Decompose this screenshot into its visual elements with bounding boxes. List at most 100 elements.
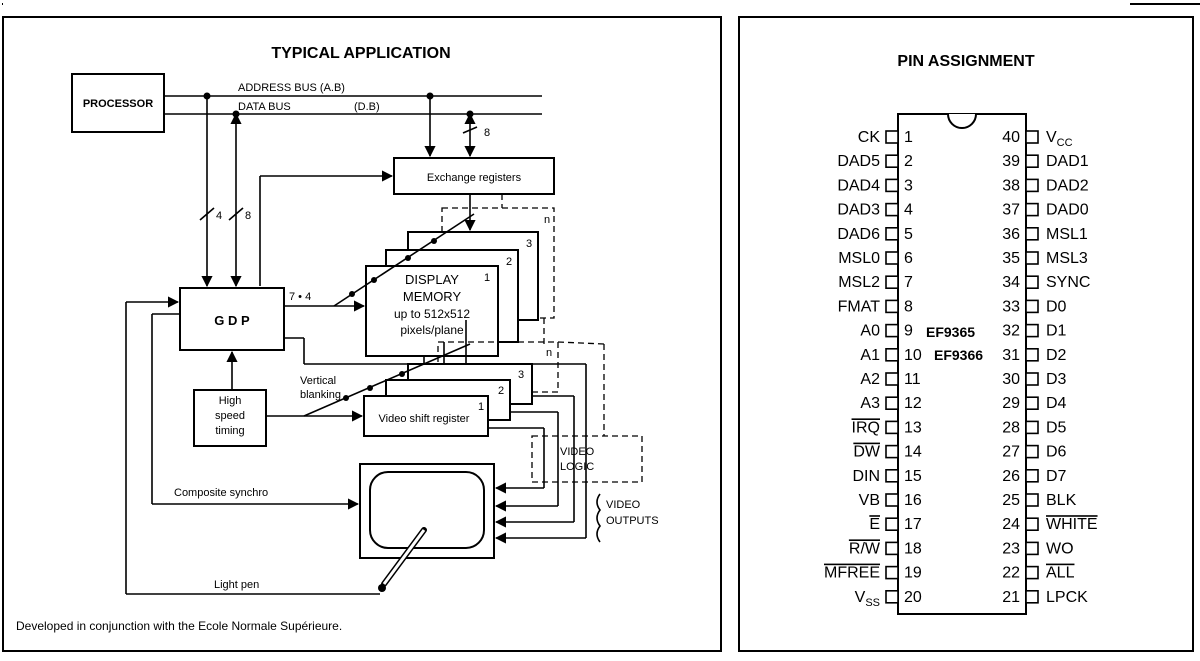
pin-27-name: D6 bbox=[1046, 444, 1067, 461]
pin-38-lead bbox=[1025, 178, 1039, 193]
pin-4-name: DAD3 bbox=[837, 202, 880, 219]
pin-12-lead bbox=[885, 396, 899, 411]
pin-30-lead bbox=[1025, 372, 1039, 386]
pin-32-number: 32 bbox=[1002, 323, 1020, 340]
pin-27-lead bbox=[1025, 444, 1039, 459]
pin-5-name: DAD6 bbox=[837, 226, 880, 243]
gdp-label: G D P bbox=[214, 313, 250, 328]
pin-8-lead bbox=[885, 299, 899, 314]
pin-23-name: WO bbox=[1046, 540, 1074, 557]
video-outputs-line2: OUTPUTS bbox=[606, 515, 659, 527]
pin-19-name: MFREE bbox=[824, 565, 880, 582]
pin-14-lead bbox=[885, 444, 899, 459]
exchange-registers-box bbox=[393, 157, 555, 195]
diagram-title: TYPICAL APPLICATION bbox=[271, 45, 450, 62]
bus-junction bbox=[405, 255, 411, 261]
pin-11-name: A2 bbox=[860, 371, 880, 388]
pin-32-name: D1 bbox=[1046, 323, 1067, 340]
pin-10-lead bbox=[885, 347, 899, 362]
top-rule-left bbox=[2, 3, 3, 5]
composite-synchro-label: Composite synchro bbox=[174, 487, 268, 499]
pin-7-number: 7 bbox=[904, 274, 913, 291]
bus-junction bbox=[431, 238, 437, 244]
memory-plane-1-label: 1 bbox=[484, 272, 490, 284]
pin-2-name: DAD5 bbox=[837, 153, 880, 170]
pin-31-name: D2 bbox=[1046, 347, 1067, 364]
pin-13-lead bbox=[885, 420, 899, 435]
pin-4-number: 4 bbox=[904, 202, 913, 219]
bus-junction bbox=[343, 395, 349, 401]
light-pen-label: Light pen bbox=[214, 579, 259, 591]
pin-23-lead bbox=[1025, 541, 1039, 556]
memory-plane-n bbox=[441, 207, 555, 319]
processor-box bbox=[71, 73, 165, 133]
pin-24-number: 24 bbox=[1002, 516, 1020, 533]
pin-3-lead bbox=[885, 178, 899, 193]
pin-24-name: WHITE bbox=[1046, 516, 1098, 533]
pin-32-lead bbox=[1025, 323, 1039, 338]
exchange-registers-label: Exchange registers bbox=[427, 172, 522, 184]
bus-width-8-top: 8 bbox=[484, 127, 490, 139]
chip-name-ef9365: EF9365 bbox=[926, 324, 975, 340]
pin-13-name: IRQ bbox=[852, 419, 880, 436]
pin-15-number: 15 bbox=[904, 468, 922, 485]
pin-39-lead bbox=[1025, 154, 1039, 168]
pin-36-lead bbox=[1025, 227, 1039, 241]
display-memory-line2: MEMORY bbox=[403, 289, 462, 304]
bus-width-4: 4 bbox=[216, 210, 222, 222]
pin-35-number: 35 bbox=[1002, 250, 1020, 267]
pin-18-lead bbox=[885, 541, 899, 556]
pin-40-name: VCC bbox=[1046, 129, 1073, 149]
pin-1-name: CK bbox=[858, 129, 881, 146]
pin-40-lead bbox=[1025, 130, 1039, 144]
typical-application-panel: TYPICAL APPLICATION ADDRESS BUS (A.B) DA… bbox=[2, 16, 722, 652]
ic-body bbox=[897, 113, 1027, 615]
pin-33-lead bbox=[1025, 299, 1039, 314]
bus-junction bbox=[349, 291, 355, 297]
pin-39-name: DAD1 bbox=[1046, 153, 1089, 170]
gdp-box bbox=[179, 287, 285, 351]
chip-name-ef9366: EF9366 bbox=[934, 347, 983, 363]
pin-15-name: DIN bbox=[852, 468, 880, 485]
pin-22-number: 22 bbox=[1002, 565, 1020, 582]
pin-36-number: 36 bbox=[1002, 226, 1020, 243]
bus-junction bbox=[367, 385, 373, 391]
memory-plane-3-label: 3 bbox=[526, 238, 532, 250]
pin-10-name: A1 bbox=[860, 347, 880, 364]
pin-17-lead bbox=[885, 517, 899, 532]
pin-37-lead bbox=[1025, 202, 1039, 217]
pin-21-name: LPCK bbox=[1046, 589, 1088, 606]
pin-7-name: MSL2 bbox=[838, 274, 880, 291]
ic-notch bbox=[947, 113, 977, 129]
speed-label: speed bbox=[215, 410, 245, 422]
pin-25-number: 25 bbox=[1002, 492, 1020, 509]
pin-16-number: 16 bbox=[904, 492, 922, 509]
pin-6-name: MSL0 bbox=[838, 250, 880, 267]
pin-11-number: 11 bbox=[904, 371, 921, 388]
pin-30-name: D3 bbox=[1046, 371, 1067, 388]
pin-5-lead bbox=[885, 227, 899, 241]
blanking-label: blanking bbox=[300, 389, 341, 401]
bus-junction bbox=[399, 371, 405, 377]
video-logic-box bbox=[531, 435, 643, 483]
pin-22-lead bbox=[1025, 565, 1039, 580]
video-outputs-brace bbox=[596, 493, 601, 543]
pin-13-number: 13 bbox=[904, 419, 922, 436]
bus-slash bbox=[199, 207, 215, 221]
video-logic-line2: LOGIC bbox=[560, 461, 594, 473]
shift-clock-line bbox=[303, 343, 471, 417]
pin-19-number: 19 bbox=[904, 565, 922, 582]
pin-2-lead bbox=[885, 154, 899, 168]
pin-19-lead bbox=[885, 565, 899, 580]
pin-16-name: VB bbox=[859, 492, 880, 509]
pin-31-number: 31 bbox=[1002, 347, 1020, 364]
pin-34-name: SYNC bbox=[1046, 274, 1090, 291]
video-logic-line1: VIDEO bbox=[560, 446, 595, 458]
bus-slash bbox=[228, 207, 244, 221]
shift-plane-1-label: 1 bbox=[478, 401, 484, 413]
pin-15-lead bbox=[885, 468, 899, 483]
pin-4-lead bbox=[885, 202, 899, 217]
pin-1-lead bbox=[885, 130, 899, 144]
